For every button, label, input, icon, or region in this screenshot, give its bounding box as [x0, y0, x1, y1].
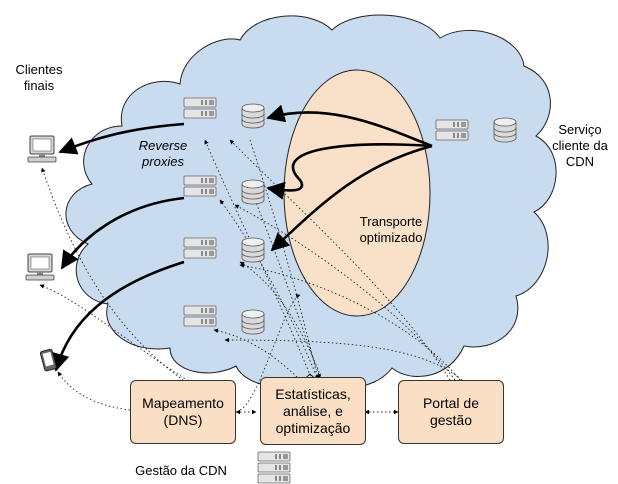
mapping-box-text: Mapeamento (DNS) — [142, 395, 224, 428]
management-links — [39, 139, 463, 415]
computer-icon — [25, 253, 55, 281]
service-client-label: Serviço cliente da CDN — [552, 122, 608, 169]
reverse-proxies-label: Reverse proxies — [138, 138, 188, 169]
transport-ellipse — [283, 69, 431, 317]
computer-icon — [27, 135, 57, 163]
edge-cache-3 — [241, 237, 265, 263]
mapping-box: Mapeamento (DNS) — [130, 380, 236, 444]
stats-box: Estatísticas, análise, e optimização — [260, 377, 366, 445]
edge-cache-1 — [241, 103, 265, 129]
portal-box-text: Portal de gestão — [422, 395, 480, 428]
delivery-arrows — [51, 104, 433, 372]
clients-label: Clientes finais — [15, 62, 63, 93]
management-label: Gestão da CDN — [135, 463, 227, 478]
stats-box-text: Estatísticas, análise, e optimização — [275, 385, 351, 436]
transport-label: Transporte optimizado — [359, 214, 423, 245]
management-server — [257, 451, 291, 484]
mobile-phone-icon — [39, 348, 57, 372]
origin-db — [493, 117, 517, 143]
edge-cache-4 — [241, 309, 265, 335]
portal-box: Portal de gestão — [398, 380, 504, 444]
edge-cache-2 — [241, 179, 265, 205]
